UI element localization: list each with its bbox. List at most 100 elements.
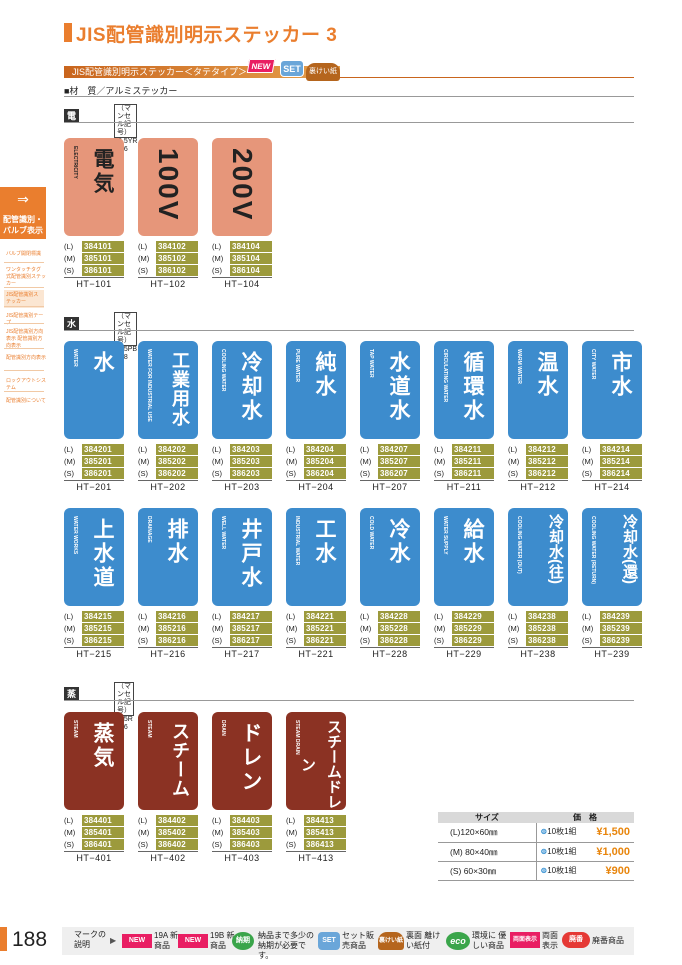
section-name: 電気関係 xyxy=(64,109,80,163)
model-number: HT−211 xyxy=(434,480,494,492)
model-number: HT−104 xyxy=(212,277,272,289)
size-label: (S) xyxy=(64,266,74,275)
size-cell: (L)120×60㎜ xyxy=(438,823,537,843)
product-code: 385229 xyxy=(452,623,494,634)
product-code: 384214 xyxy=(600,444,642,455)
section-rule xyxy=(64,122,634,123)
product-code: 385215 xyxy=(82,623,124,634)
sidebar-item[interactable]: バルブ開閉標識 xyxy=(6,251,42,257)
sidebar-item[interactable]: JIS配管識別テープ xyxy=(6,313,44,326)
size-label: (S) xyxy=(434,636,444,645)
sidebar-item[interactable]: ワンタッチタグ 式配管識別ステッカー xyxy=(6,267,47,287)
size-label: (L) xyxy=(64,816,74,825)
product-code: 384211 xyxy=(452,444,494,455)
sticker-english: ELECTRICITY xyxy=(72,146,78,179)
sticker-card[interactable]: COOLING WATER (OUT)冷却水(往)(L)384238(M)385… xyxy=(508,508,568,659)
code-row: (L)384211 xyxy=(434,444,494,455)
sticker-kanji: 冷水 xyxy=(387,518,410,566)
size-label: (L) xyxy=(138,445,148,454)
product-code: 384402 xyxy=(156,815,198,826)
size-label: (M) xyxy=(138,254,150,263)
sticker-english: WARM WATER xyxy=(516,349,522,384)
sticker-english: TAP WATER xyxy=(368,349,374,378)
sticker-kanji: 井戸水 xyxy=(239,518,262,590)
product-code: 386101 xyxy=(82,265,124,276)
sidebar-item-current[interactable]: JIS配管識別ステッカー xyxy=(4,290,44,308)
product-code: 386211 xyxy=(452,468,494,479)
sidebar-active-category[interactable]: 配管識別・バルブ表示 xyxy=(0,211,46,239)
code-row: (L)384214 xyxy=(582,444,642,455)
sticker-kanji: 蒸気 xyxy=(91,722,114,770)
size-label: (S) xyxy=(64,469,74,478)
size-label: (L) xyxy=(64,445,74,454)
product-code: 384239 xyxy=(600,611,642,622)
product-code: 385403 xyxy=(230,827,272,838)
sidebar-divider xyxy=(4,348,44,349)
sticker-kanji: 冷却水 xyxy=(239,351,262,423)
sidebar-divider xyxy=(4,370,44,371)
legend-text: 両面 表示 xyxy=(542,931,558,950)
code-row: (M)385214 xyxy=(582,456,642,467)
product-code: 384212 xyxy=(526,444,568,455)
product-code: 386104 xyxy=(230,265,272,276)
sticker-card[interactable]: COOLING WATER (RETURN)冷却水(還)(L)384239(M)… xyxy=(582,508,642,659)
legend-new-badge: NEW xyxy=(122,934,152,948)
sticker-kanji: 水 xyxy=(91,351,114,375)
sidebar-item[interactable]: ロックアウトシステム xyxy=(6,378,47,391)
size-label: (M) xyxy=(212,828,224,837)
sticker-kanji: 電気 xyxy=(91,148,114,196)
munsell-label: （マンセル記号） xyxy=(114,682,134,716)
legend-new-badge: NEW xyxy=(178,934,208,948)
code-row: (L)384102 xyxy=(138,241,198,252)
model-number: HT−402 xyxy=(138,851,198,863)
sticker-english: WATER SUPPLY xyxy=(442,516,448,555)
code-row: (S)386202 xyxy=(138,468,198,479)
price-header: 価 格 xyxy=(536,812,634,823)
code-row: (M)385228 xyxy=(360,623,420,634)
size-label: (M) xyxy=(360,624,372,633)
size-label: (S) xyxy=(138,840,148,849)
product-code: 384217 xyxy=(230,611,272,622)
product-code: 385212 xyxy=(526,456,568,467)
code-row: (L)384104 xyxy=(212,241,272,252)
code-row: (L)384229 xyxy=(434,611,494,622)
sidebar-item[interactable]: JIS配管識別方向表示 配管識別方向表示 xyxy=(6,329,44,349)
size-label: (M) xyxy=(212,254,224,263)
code-row: (S)386402 xyxy=(138,839,198,850)
code-row: (L)384228 xyxy=(360,611,420,622)
size-label: (S) xyxy=(582,636,592,645)
product-code: 384221 xyxy=(304,611,346,622)
price-cell: ⊜10枚1組¥900 xyxy=(536,861,634,881)
sidebar-item[interactable]: 配管識別について xyxy=(6,398,46,404)
sidebar-item[interactable]: 配管識別方向表示 xyxy=(6,355,47,361)
size-label: (L) xyxy=(138,816,148,825)
